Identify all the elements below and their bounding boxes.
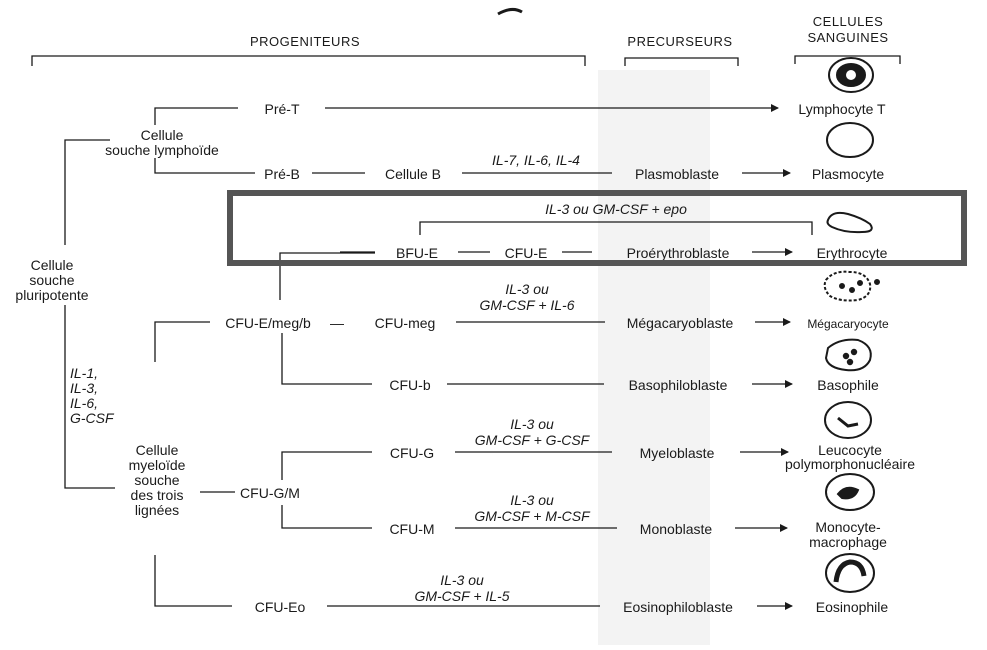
header-progeniteurs: PROGENITEURS	[249, 34, 361, 49]
label-cfu-gm: CFU-G/M	[240, 485, 300, 501]
header-sanguines: SANGUINES	[807, 30, 889, 45]
label-proerythroblaste: Proérythroblaste	[626, 245, 730, 261]
plasmocyte-icon	[826, 122, 874, 158]
cell-icons	[823, 57, 880, 593]
bracket-progeniteurs	[31, 55, 586, 66]
basophile-icon	[824, 338, 872, 372]
label-eosinophile: Eosinophile	[815, 599, 889, 615]
eosinophile-icon	[825, 553, 875, 593]
trunk-lower	[64, 305, 115, 489]
label-megacaryocyte: Mégacaryocyte	[807, 317, 889, 331]
megacaryocyte-icon	[823, 270, 880, 302]
neutrophil-icon	[824, 401, 872, 439]
label-cfu-emegb: CFU-E/meg/b	[225, 315, 311, 331]
label-eosinophiloblaste: Eosinophiloblaste	[623, 599, 733, 615]
label-cfu-meg: CFU-meg	[374, 315, 436, 331]
label-erythrocyte: Erythrocyte	[816, 245, 888, 261]
label-megacaryoblaste: Mégacaryoblaste	[626, 315, 734, 331]
label-cfu-g: CFU-G	[389, 445, 435, 461]
bracket-precurseurs	[624, 57, 739, 66]
label-cfu-m: CFU-M	[389, 521, 435, 537]
label-plasmocyte: Plasmocyte	[811, 166, 885, 182]
factor-plasmo: IL-7, IL-6, IL-4	[492, 152, 580, 168]
lymphocyte-icon	[828, 57, 874, 93]
precursor-column-shade	[598, 70, 710, 645]
header-cellules: CELLULES	[812, 14, 884, 29]
highlight-erythroid-frame	[227, 190, 967, 266]
label-basophile: Basophile	[817, 377, 879, 393]
lymph-branch	[154, 107, 238, 125]
bracket-epo	[419, 221, 813, 235]
cfu-emegb-branch	[279, 252, 375, 300]
monocyte-icon	[825, 473, 875, 511]
label-monoblaste: Monoblaste	[639, 521, 713, 537]
label-lymphocyte-t: Lymphocyte T	[798, 101, 886, 117]
lymph-branch-b	[154, 158, 255, 174]
dash-sep: —	[330, 315, 344, 331]
label-plasmoblaste: Plasmoblaste	[634, 166, 720, 182]
label-bfu-e: BFU-E	[396, 245, 438, 261]
bracket-cellules	[794, 55, 901, 64]
label-cfu-eo: CFU-Eo	[254, 599, 306, 615]
interleukins-left: IL-1,IL-3,IL-6,G-CSF	[70, 365, 114, 426]
label-basophiloblaste: Basophiloblaste	[628, 377, 728, 393]
label-cfu-b: CFU-b	[389, 377, 431, 393]
erythrocyte-icon	[826, 211, 873, 234]
label-pre-t: Pré-T	[264, 101, 300, 117]
label-myeloblaste: Myeloblaste	[639, 445, 715, 461]
trunk-upper	[64, 139, 110, 245]
header-precurseurs: PRECURSEURS	[627, 34, 733, 49]
factor-erythro: IL-3 ou GM-CSF + epo	[545, 201, 687, 217]
label-monocyte: Monocyte-macrophage	[809, 519, 887, 550]
label-cfu-e: CFU-E	[504, 245, 548, 261]
label-pre-b: Pré-B	[264, 166, 300, 182]
label-cellule-b: Cellule B	[384, 166, 442, 182]
